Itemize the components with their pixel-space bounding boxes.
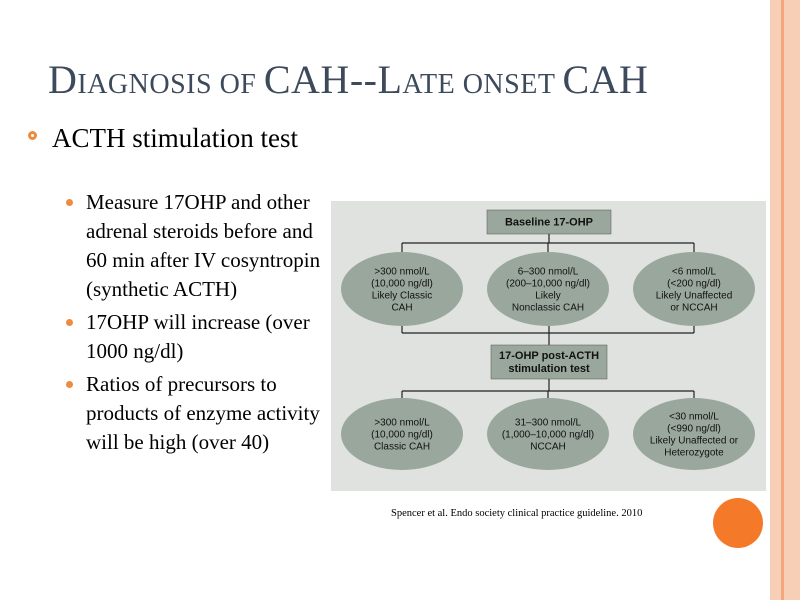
result-oval-label: <6 nmol/L	[672, 267, 717, 278]
result-oval	[487, 252, 609, 326]
title-part: D	[48, 57, 78, 102]
result-oval-label: Likely Classic	[372, 291, 433, 302]
stim-result-oval-label: 31–300 nmol/L	[515, 418, 582, 429]
post-acth-box-label: stimulation test	[508, 363, 590, 375]
result-oval-label: >300 nmol/L	[374, 267, 430, 278]
title-part: ATE ONSET	[402, 69, 563, 100]
stim-result-oval-label: Likely Unaffected or	[650, 436, 739, 447]
post-acth-box	[490, 344, 608, 380]
flowchart-svg: Baseline 17-OHP>300 nmol/L(10,000 ng/dl)…	[341, 209, 755, 470]
stim-result-oval-label: (10,000 ng/dl)	[371, 430, 433, 441]
sub-bullet-text: 17OHP will increase (over 1000 ng/dl)	[86, 310, 310, 363]
sub-bullet: Measure 17OHP and other adrenal steroids…	[66, 188, 336, 304]
result-oval-label: Nonclassic CAH	[512, 303, 584, 314]
result-oval-label: or NCCAH	[670, 303, 717, 314]
main-bullet-text: ACTH stimulation test	[52, 123, 298, 153]
baseline-box-label: Baseline 17-OHP	[505, 217, 593, 229]
result-oval	[633, 252, 755, 326]
post-acth-box-label: 17-OHP post-ACTH	[499, 350, 599, 362]
result-oval-label: Likely Unaffected	[656, 291, 733, 302]
sub-bullet: Ratios of precursors to products of enzy…	[66, 370, 336, 457]
result-oval-label: (200–10,000 ng/dl)	[506, 279, 590, 290]
result-oval-label: Likely	[535, 291, 561, 302]
stim-result-oval-label: (1,000–10,000 ng/dl)	[502, 430, 594, 441]
title-part: IAGNOSIS OF	[77, 69, 264, 100]
stim-result-oval	[341, 398, 463, 470]
result-oval-label: 6–300 nmol/L	[518, 267, 579, 278]
citation: Spencer et al. Endo society clinical pra…	[391, 508, 643, 519]
bullet-circle-icon	[28, 131, 37, 140]
flowchart: Baseline 17-OHP>300 nmol/L(10,000 ng/dl)…	[331, 201, 766, 491]
stim-result-oval-label: (<990 ng/dl)	[667, 424, 721, 435]
sub-bullet-text: Measure 17OHP and other adrenal steroids…	[86, 190, 321, 301]
bullet-dot-icon	[66, 319, 73, 326]
result-oval-label: (<200 ng/dl)	[667, 279, 721, 290]
stim-result-oval	[487, 398, 609, 470]
sub-bullet: 17OHP will increase (over 1000 ng/dl)	[66, 308, 336, 366]
side-line-decoration	[781, 0, 784, 600]
sub-bullet-text: Ratios of precursors to products of enzy…	[86, 372, 320, 454]
title-part: CAH	[562, 57, 649, 102]
stim-result-oval-label: NCCAH	[530, 442, 566, 453]
orange-circle-decoration	[713, 498, 763, 548]
bullet-dot-icon	[66, 381, 73, 388]
stim-result-oval	[633, 398, 755, 470]
bullet-dot-icon	[66, 199, 73, 206]
stim-result-oval-label: >300 nmol/L	[374, 418, 430, 429]
stim-result-oval-label: Classic CAH	[374, 442, 430, 453]
result-oval	[341, 252, 463, 326]
result-oval-label: (10,000 ng/dl)	[371, 279, 433, 290]
title-part: CAH--L	[263, 57, 403, 102]
baseline-box	[486, 209, 612, 235]
stim-result-oval-label: <30 nmol/L	[669, 412, 719, 423]
side-bar-decoration	[770, 0, 800, 600]
main-bullet: ACTH stimulation test	[28, 122, 312, 154]
stim-result-oval-label: Heterozygote	[664, 448, 724, 459]
sub-bullet-list: Measure 17OHP and other adrenal steroids…	[66, 188, 336, 461]
slide-title: DIAGNOSIS OF CAH--LATE ONSET CAH	[48, 56, 648, 103]
result-oval-label: CAH	[391, 303, 412, 314]
